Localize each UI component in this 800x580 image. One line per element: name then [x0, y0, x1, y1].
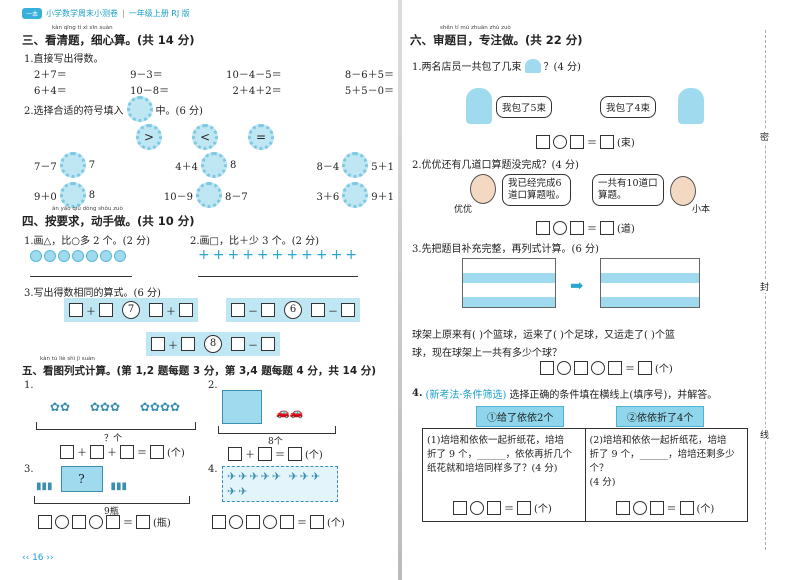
side-label-mi: 密: [760, 130, 770, 143]
s6-line1: 球架上原来有( )个篮球，运来了( )个足球，又运走了( )个篮: [412, 330, 675, 341]
bottles-image: ▮▮▮ ? ▮▮▮: [36, 466, 127, 492]
s4-title: 四、按要求，动手做。(共 10 分): [22, 214, 195, 228]
s6-q4: 4.(新考法·条件筛选)选择正确的条件填在横线上(填序号)，并解答。: [412, 388, 718, 401]
bracket2: [218, 426, 336, 434]
s5-eq3: ＝(瓶): [38, 514, 171, 529]
s3-title: 三、看清题，细心算。(共 14 分): [22, 33, 195, 47]
same-expr-c: ＋ 8 －: [146, 332, 280, 356]
speech-bubble-2: 我包了4束: [600, 96, 657, 118]
s6-eq3: ＝(个): [540, 360, 673, 375]
s3-row1: 2＋7＝9－3＝10－4－5＝8－6＋5＝: [34, 70, 394, 81]
name-youyou: 优优: [454, 205, 473, 215]
xiaoben-avatar: [670, 176, 696, 206]
condition-2: ②依依折了4个: [616, 406, 705, 427]
ball-rack-image-1: [462, 258, 556, 308]
page-number: ‹‹ 16 ››: [22, 553, 54, 563]
condition-1: ①给了依依2个: [476, 406, 565, 427]
s4-q3: 3.写出得数相同的算式。(6 分): [24, 288, 161, 299]
sign-options: > < =: [136, 124, 274, 150]
q4-part1: (1)培培和依依一起折纸花，培培 折了 9 个，______，依依再折几个 纸花…: [427, 435, 573, 474]
bracket1: [36, 422, 196, 430]
speech-bubble-1: 我包了5束: [496, 96, 553, 118]
s5-pinyin: kàn tú liè shì jì suàn: [40, 356, 95, 362]
s5-n2: 2.: [208, 380, 218, 391]
header-title: 小学数学周末小测卷: [46, 9, 119, 18]
s5-n4: 4.: [208, 464, 218, 475]
ants-image: ✿✿✿✿✿✿✿✿✿: [49, 400, 181, 414]
s5-n1: 1.: [24, 380, 34, 391]
s6-q1: 1.两名店员一共包了几束？(4 分): [412, 58, 581, 73]
s6-q3: 3.先把题目补充完整，再列式计算。(6 分): [412, 244, 599, 255]
s6-eq1: ＝(束): [536, 134, 635, 149]
s5-q3cap: 9瓶: [104, 507, 119, 517]
s4-pinyin: àn yāo qiú dòng shǒu zuò: [52, 206, 123, 212]
clerk2-avatar: [678, 88, 704, 124]
s5-eq2: ＋＝(个): [228, 446, 323, 461]
s5-title: 五、看图列式计算。(第 1,2 题每题 3 分，第 3,4 题每题 4 分，共 …: [22, 365, 377, 377]
answer-flower[interactable]: [59, 182, 86, 208]
answer-flower[interactable]: [342, 152, 369, 178]
s6-title: 六、审题目，专注做。(共 22 分): [410, 33, 583, 47]
draw-line1[interactable]: [30, 276, 132, 277]
s3-q1: 1.直接写出得数。: [24, 54, 104, 65]
q4-part2: (2)培培和依依一起折纸花，培培 折了 9 个，______，培培还剩多少个？ …: [589, 435, 735, 488]
s5-q1cap: ？个: [104, 434, 123, 444]
s6-q2: 2.优优还有几道口算题没完成？(4 分): [412, 160, 579, 171]
circle-row: [30, 250, 128, 265]
draw-line2[interactable]: [198, 276, 358, 277]
q4-eq2: ＝(个): [615, 500, 714, 515]
s6-eq2: ＝(道): [536, 220, 635, 235]
bouquet-icon: [524, 58, 541, 73]
page-divider: [398, 0, 402, 580]
answer-flower[interactable]: [201, 152, 227, 178]
box-icon: ?: [60, 466, 103, 492]
s3-row2: 6＋4＝10－8＝2＋4＋2＝5＋5－0＝: [34, 86, 394, 97]
arrow-icon: ➡: [570, 276, 584, 295]
s3-pinyin: kàn qīng tí xì xīn suàn: [52, 25, 113, 31]
header-badge: 一本: [22, 8, 43, 19]
same-expr-a: ＋ 7 ＋: [64, 298, 198, 322]
plus-row: +++++++++++: [198, 247, 361, 263]
q4-eq1: ＝(个): [453, 500, 552, 515]
s5-n3: 3.: [24, 464, 34, 475]
gift-box-icon: [222, 390, 262, 424]
s4-q2: 2.画□，比＋少 3 个。(2 分): [190, 236, 320, 247]
side-label-xian: 线: [760, 428, 770, 441]
header-grade: 一年级上册 RJ 版: [128, 9, 190, 18]
side-label-feng: 封: [760, 280, 770, 293]
flower-icon: [126, 96, 153, 122]
same-expr-b: － 6 －: [226, 298, 360, 322]
s5-eq1: ＋＋＝(个): [60, 444, 185, 459]
name-xiaoben: 小本: [692, 205, 711, 215]
youyou-avatar: [470, 174, 496, 204]
s5-eq4: ＝(个): [212, 514, 345, 529]
answer-flower[interactable]: [342, 182, 369, 208]
answer-flower[interactable]: [59, 152, 86, 178]
s5-q2cap: 8个: [268, 437, 283, 447]
clerk1-avatar: [466, 88, 492, 124]
speech-bubble-4: 一共有10道口 算题。: [592, 174, 664, 206]
header: 一本 小学数学周末小测卷 | 一年级上册 RJ 版: [22, 8, 190, 19]
s3-q2: 2.选择合适的符号填入中。(6 分): [24, 96, 203, 122]
cars-image: 🚗🚗: [276, 406, 304, 419]
s6-pinyin: shěn tí mù zhuān zhù zuò: [440, 25, 511, 31]
bracket3: [34, 496, 190, 504]
s6-line2: 球，现在球架上一共有多少个球？: [412, 348, 562, 359]
speech-bubble-3: 我已经完成6 道口算题啦。: [502, 174, 572, 206]
answer-flower[interactable]: [196, 182, 222, 208]
q4-table: (1)培培和依依一起折纸花，培培 折了 9 个，______，依依再折几个 纸花…: [422, 428, 748, 522]
ball-rack-image-2: [600, 258, 700, 308]
dragonflies-image: ✈✈✈✈✈ ✈✈✈✈✈: [222, 466, 338, 502]
s4-q1: 1.画△，比○多 2 个。(2 分): [24, 236, 151, 247]
